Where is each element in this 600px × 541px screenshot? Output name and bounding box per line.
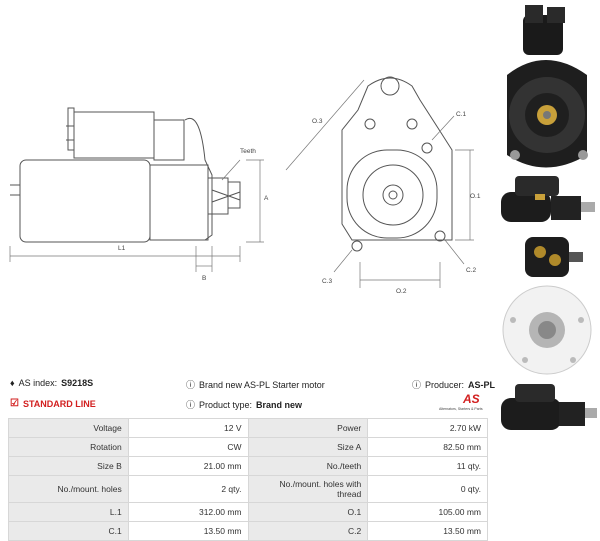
spec-value: 11 qty.: [367, 456, 488, 476]
label-l1: L1: [118, 245, 126, 252]
spec-label: Size B: [8, 456, 129, 476]
spec-label: C.2: [247, 521, 369, 541]
info-icon: ⓘ: [186, 380, 196, 390]
label-a: A: [264, 195, 269, 202]
label-o3: O.3: [312, 118, 323, 125]
product-photo-front[interactable]: [495, 5, 600, 170]
standard-line-badge: ☑ STANDARD LINE: [10, 398, 96, 409]
product-photo-rear[interactable]: [495, 282, 600, 377]
label-b: B: [202, 275, 206, 282]
spec-value: 13.50 mm: [367, 521, 488, 541]
tag-icon: ♦: [10, 378, 15, 388]
as-index-value: S9218S: [61, 378, 94, 388]
info-icon: ⓘ: [412, 380, 422, 390]
as-pl-logo: AS Alternators, Starters & Parts: [439, 392, 495, 414]
front-view-drawing: [285, 76, 474, 288]
product-type-value: Brand new: [256, 399, 303, 410]
label-o1: O.1: [470, 193, 481, 200]
as-index: ♦ AS index: S9218S: [10, 378, 94, 388]
product-photo-angle[interactable]: [495, 380, 600, 440]
spec-value: 0 qty.: [367, 475, 488, 503]
spec-label: L.1: [8, 502, 129, 522]
spec-label: Voltage: [8, 418, 129, 438]
spec-value: 105.00 mm: [367, 502, 488, 522]
checkbox-icon: ☑: [10, 398, 19, 409]
spec-value: 13.50 mm: [127, 521, 249, 541]
spec-value: CW: [127, 437, 249, 457]
logo-tagline: Alternators, Starters & Parts: [439, 407, 483, 411]
label-o2: O.2: [396, 288, 407, 295]
spec-label: No./teeth: [247, 456, 369, 476]
spec-value: 312.00 mm: [127, 502, 249, 522]
producer: ⓘ Producer: AS-PL: [412, 379, 496, 391]
spec-label: No./mount. holes: [8, 475, 129, 503]
label-c3: C.3: [322, 278, 333, 285]
spec-value: 12 V: [127, 418, 249, 438]
label-c1: C.1: [456, 111, 467, 118]
label-c2: C.2: [466, 267, 477, 274]
product-type: ⓘ Product type: Brand new: [186, 399, 303, 411]
spec-label: Size A: [247, 437, 369, 457]
product-description: ⓘ Brand new AS-PL Starter motor: [186, 379, 325, 391]
spec-value: 82.50 mm: [367, 437, 488, 457]
logo-mark: AS: [463, 392, 480, 406]
label-teeth: Teeth: [240, 148, 256, 155]
product-photo-top[interactable]: [495, 232, 600, 282]
spec-label: Rotation: [8, 437, 129, 457]
spec-label: Power: [247, 418, 369, 438]
spec-label: No./mount. holes with thread: [247, 475, 369, 503]
spec-value: 21.00 mm: [127, 456, 249, 476]
producer-value: AS-PL: [468, 379, 496, 390]
info-icon: ⓘ: [186, 400, 196, 410]
technical-drawing: Teeth A L1 B O.3 C.1 O.1 C.2 C.3 O.2: [9, 76, 481, 295]
spec-value: 2 qty.: [127, 475, 249, 503]
side-view-drawing: [9, 107, 264, 272]
spec-label: O.1: [247, 502, 369, 522]
product-info: ♦ AS index: S9218S ⓘ Brand new AS-PL Sta…: [10, 374, 495, 414]
product-photo-column: [495, 0, 600, 445]
spec-label: C.1: [8, 521, 129, 541]
spec-value: 2.70 kW: [367, 418, 488, 438]
product-photo-side[interactable]: [495, 172, 600, 227]
